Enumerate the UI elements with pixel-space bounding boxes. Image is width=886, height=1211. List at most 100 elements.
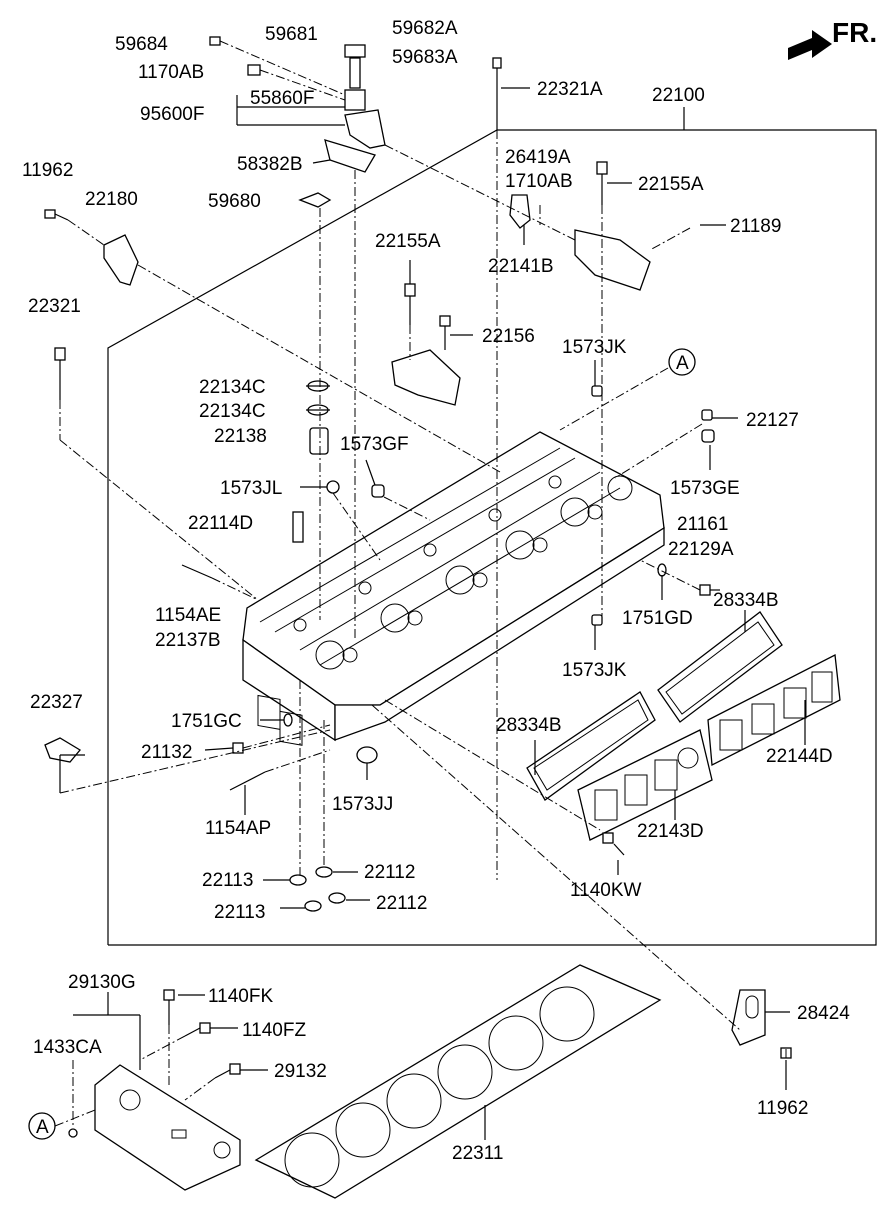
bracket-22180 xyxy=(103,234,139,286)
pin-22114D xyxy=(292,511,304,543)
label-1573JK-top: 1573JK xyxy=(562,337,627,358)
bolt-1170AB xyxy=(247,64,261,76)
seal-22112-2 xyxy=(328,892,346,904)
bolt-1140FZ xyxy=(184,1022,211,1037)
label-1170AB: 1170AB xyxy=(138,62,204,83)
label-59683A: 59683A xyxy=(392,47,458,68)
label-1433CA: 1433CA xyxy=(33,1037,102,1058)
plug-1573GE xyxy=(701,429,715,443)
label-1140KW: 1140KW xyxy=(570,880,642,901)
label-21189: 21189 xyxy=(730,216,781,237)
label-22114D: 22114D xyxy=(188,513,253,534)
washer-1751GD xyxy=(657,563,667,577)
label-22155A: 22155A xyxy=(375,231,441,252)
label-29132: 29132 xyxy=(274,1061,327,1082)
label-22327: 22327 xyxy=(30,692,83,713)
label-28424: 28424 xyxy=(797,1003,850,1024)
label-26419A: 26419A xyxy=(505,147,571,168)
label-22100: 22100 xyxy=(652,85,705,106)
label-22134C-2: 22134C xyxy=(199,401,266,422)
label-22112-2: 22112 xyxy=(376,893,427,914)
bolt-22129A xyxy=(699,584,711,596)
label-22138: 22138 xyxy=(214,426,267,447)
label-21132: 21132 xyxy=(141,742,192,763)
camshaft-cap-21189 xyxy=(574,229,651,291)
front-direction-arrow-icon xyxy=(788,30,832,60)
label-22180: 22180 xyxy=(85,189,138,210)
label-22321A: 22321A xyxy=(537,79,603,100)
washer-1751GC xyxy=(283,713,293,727)
bracket-28424 xyxy=(731,989,766,1046)
plug-1573JK-top xyxy=(591,385,603,397)
label-21161: 21161 xyxy=(677,514,728,535)
manifold-22144D xyxy=(707,653,841,767)
sensor-59681 xyxy=(344,44,366,111)
cylinder-head xyxy=(242,431,665,746)
gasket-28334B-left xyxy=(526,691,656,801)
bolt-22321A xyxy=(492,57,502,130)
label-95600F: 95600F xyxy=(140,104,204,125)
label-22144D: 22144D xyxy=(766,746,833,767)
label-29130G: 29130G xyxy=(68,972,136,993)
plug-1573JJ xyxy=(356,746,378,764)
cylinder-head-assembly-box xyxy=(107,107,877,946)
bolt-1140KW xyxy=(602,832,625,856)
label-1573JJ: 1573JJ xyxy=(332,794,393,815)
label-1140FZ: 1140FZ xyxy=(242,1020,306,1041)
label-1154AE: 1154AE xyxy=(155,605,221,626)
bolt-59684 xyxy=(209,36,221,46)
label-1573JK-bottom: 1573JK xyxy=(562,660,627,681)
injector-22138 xyxy=(309,427,329,455)
label-1710AB: 1710AB xyxy=(505,171,573,192)
label-1751GD: 1751GD xyxy=(622,608,693,629)
label-leaders xyxy=(59,87,806,1140)
label-22129A: 22129A xyxy=(668,539,734,560)
bolt-29132 xyxy=(214,1063,241,1079)
label-55860F: 55860F xyxy=(250,88,314,109)
label-59681: 59681 xyxy=(265,24,318,45)
bolt-22155A xyxy=(404,283,416,325)
label-1140FK: 1140FK xyxy=(208,986,273,1007)
label-22137B: 22137B xyxy=(155,630,221,651)
label-59680: 59680 xyxy=(208,191,261,212)
label-22134C-1: 22134C xyxy=(199,377,266,398)
label-11962-top: 11962 xyxy=(22,160,73,181)
bolt-11962-top xyxy=(44,209,69,221)
label-22143D: 22143D xyxy=(637,821,704,842)
camshaft-cap-22141B xyxy=(509,194,531,229)
callout-a-bottom-circle xyxy=(28,1112,56,1140)
label-59682A: 59682A xyxy=(392,18,458,39)
plug-1433CA xyxy=(68,1128,78,1138)
callout-a-bottom: A xyxy=(36,1117,49,1138)
label-11962-bottom: 11962 xyxy=(757,1098,808,1119)
label-22113-1: 22113 xyxy=(202,870,253,891)
stud-1154AP xyxy=(229,771,266,791)
bolt-22156 xyxy=(439,315,451,350)
sensor-bracket-95600F xyxy=(344,109,386,149)
label-22112-1: 22112 xyxy=(364,862,415,883)
plug-1573GF xyxy=(371,484,385,498)
label-1573GE: 1573GE xyxy=(670,478,740,499)
bolt-22155A-top xyxy=(596,161,608,205)
label-28334B-left: 28334B xyxy=(496,715,562,736)
label-59684: 59684 xyxy=(115,34,168,55)
manifold-22143D xyxy=(577,729,713,841)
label-22311: 22311 xyxy=(452,1143,503,1164)
label-1751GC: 1751GC xyxy=(171,711,242,732)
label-1154AP: 1154AP xyxy=(205,818,271,839)
seal-22112-1 xyxy=(315,866,333,878)
seal-22113-1 xyxy=(289,874,307,886)
bracket-59680 xyxy=(298,192,332,208)
head-gasket-22311 xyxy=(254,964,662,1199)
callout-a-top-circle xyxy=(668,348,696,376)
camshaft-cap-22155 xyxy=(391,349,461,406)
bolt-22321 xyxy=(54,347,66,400)
label-58382B: 58382B xyxy=(237,154,303,175)
seal-22113-2 xyxy=(304,900,322,912)
plug-1573JL xyxy=(326,480,340,494)
bolt-1140FK xyxy=(163,989,175,1025)
rear-cover-29130G xyxy=(94,1064,241,1191)
label-1573GF: 1573GF xyxy=(340,434,409,455)
cap-22327 xyxy=(44,737,81,763)
